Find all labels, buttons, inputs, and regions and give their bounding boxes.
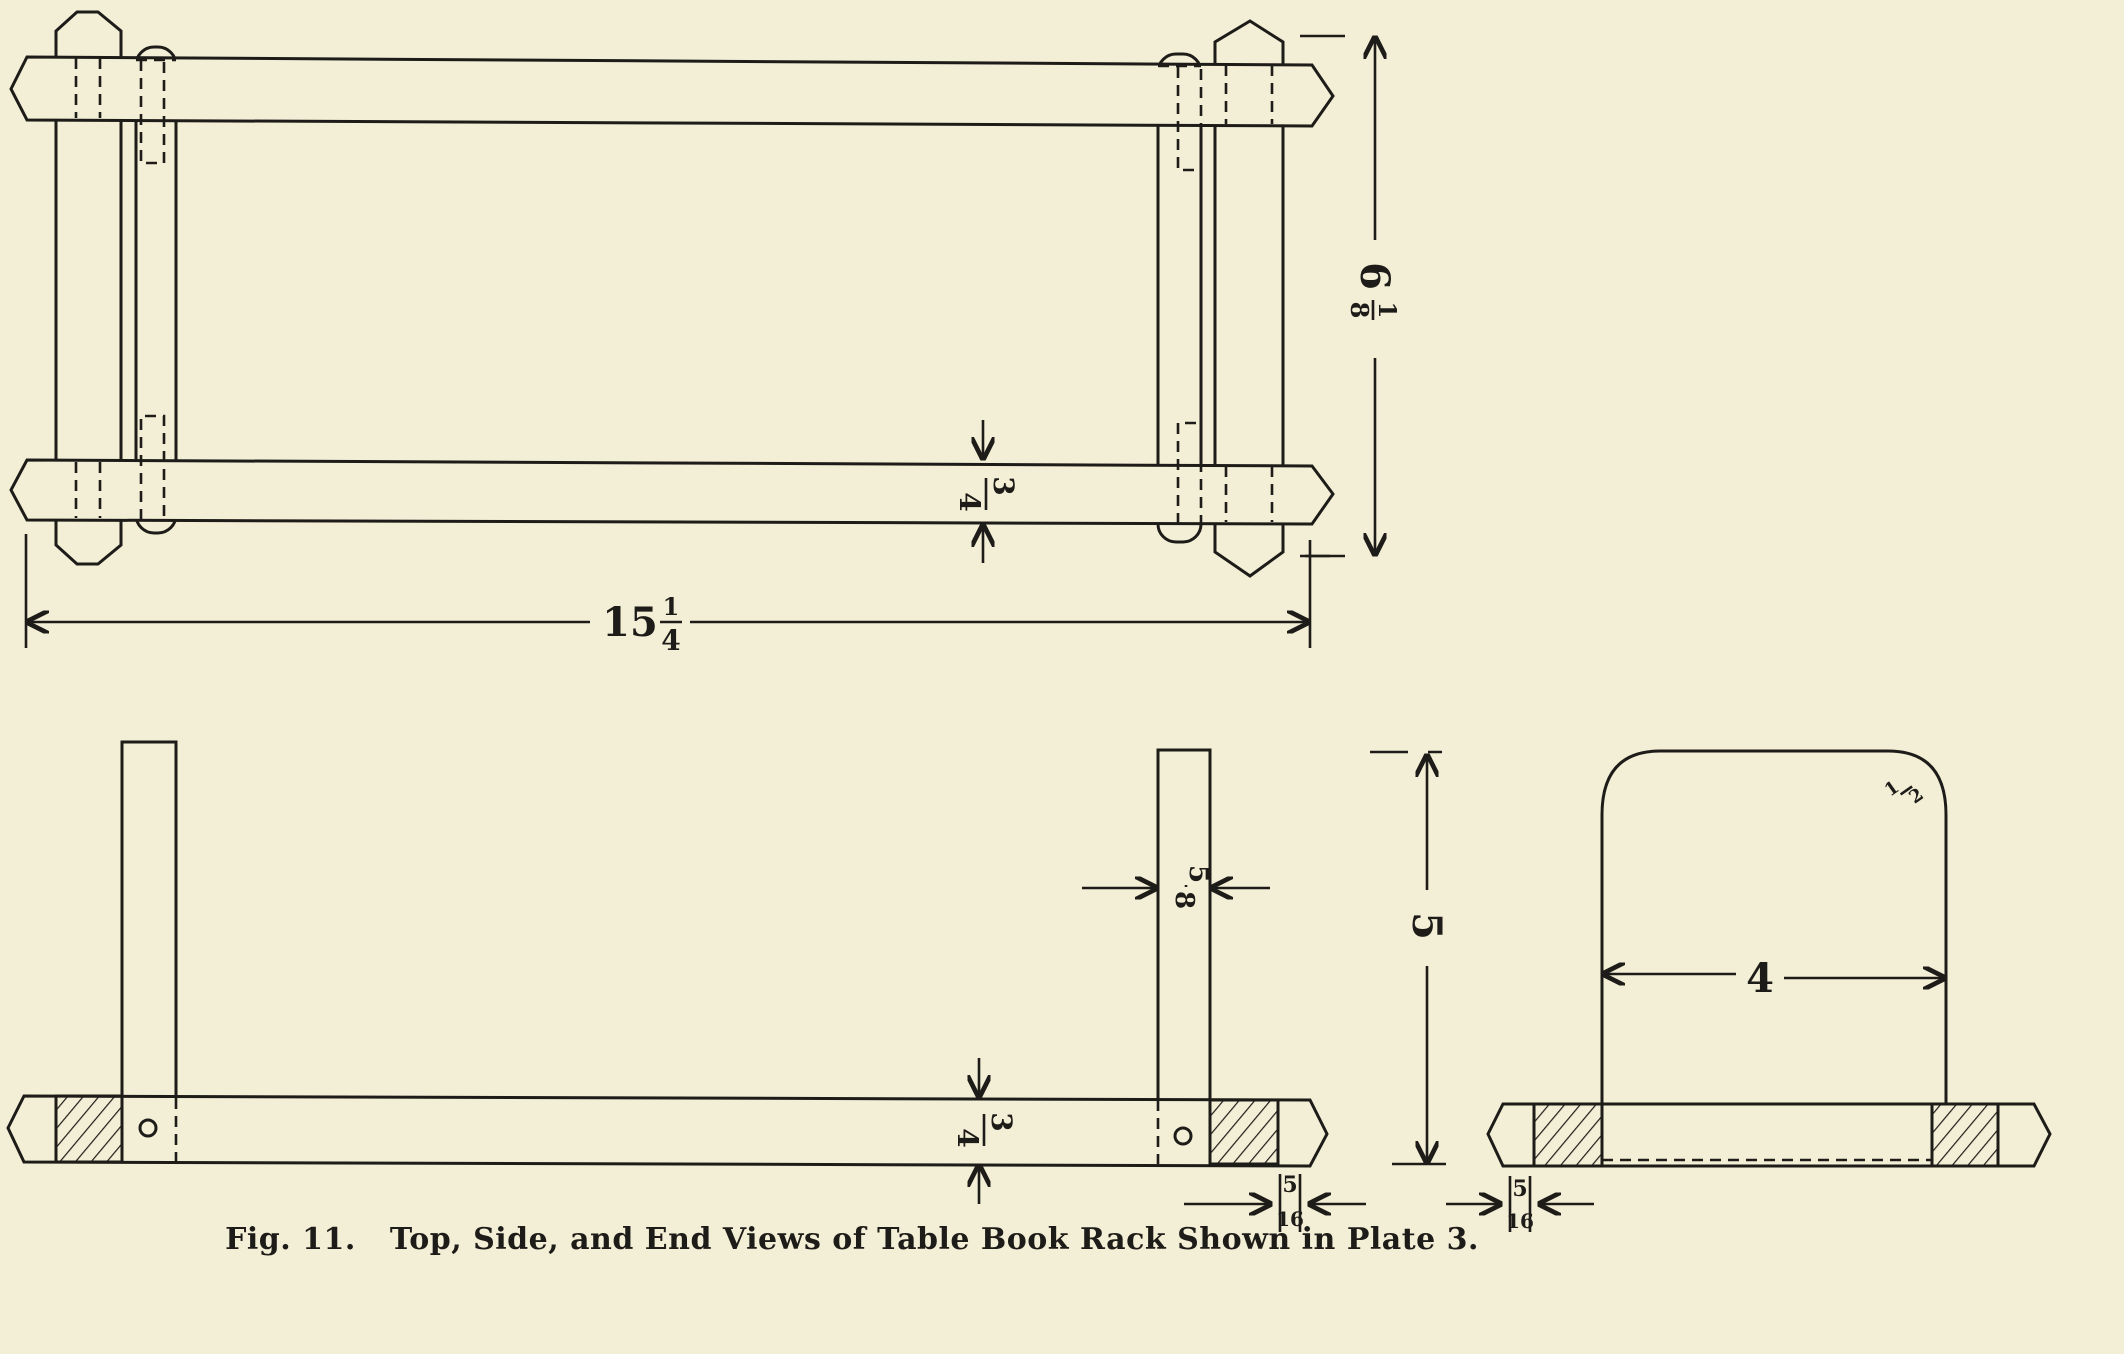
dim-side-offset-den: 16 [1276,1207,1304,1231]
end-base [1486,1102,2052,1168]
dim-end-width-label: 4 [1746,955,1774,1002]
figure-number: Fig. 11. [225,1222,356,1257]
dim-top-rail-num: 3 [987,476,1020,495]
top-view: 3 4 6 1 8 15 1 [9,10,1402,657]
dim-end-offset: 5 16 [1446,1176,1594,1233]
dim-width-whole: 6 [1351,262,1398,290]
dim-upright-num: 5 [1183,865,1213,883]
top-right-leg [1213,19,1285,578]
dim-end-offset-num: 5 [1512,1176,1527,1202]
dim-length-whole: 15 [602,599,658,646]
dim-length-den: 4 [661,624,680,657]
side-left-upright [120,740,178,1160]
top-right-upright [1156,52,1203,544]
dim-overall-width: 6 1 8 [1300,34,1402,558]
dim-upright-den: 8 [1169,891,1199,909]
figure-caption: Fig. 11. Top, Side, and End Views of Tabl… [0,1222,2124,1257]
end-upright [1600,749,1948,1162]
dim-length-num: 1 [663,592,680,621]
top-left-leg [54,10,123,566]
dim-side-rail-den: 4 [951,1128,984,1147]
dim-side-rail-num: 3 [985,1112,1018,1131]
dim-upright-thickness: 5 8 [1082,865,1270,909]
dim-side-offset: 5 16 [1184,1172,1366,1232]
dim-top-rail-thickness: 3 4 [953,420,1020,563]
figure-title: Top, Side, and End Views of Table Book R… [389,1222,1479,1257]
dim-side-rail-thickness: 3 4 [951,1058,1018,1204]
dim-top-rail-den: 4 [953,492,986,511]
top-left-upright [134,45,178,535]
dim-end-width: 4 [1604,955,1944,1002]
dim-overall-length: 15 1 4 [24,534,1330,657]
dim-width-den: 8 [1345,302,1374,319]
dim-end-offset-den: 16 [1506,1209,1534,1233]
dim-width-num: 1 [1373,302,1402,319]
dim-side-offset-num: 5 [1282,1172,1297,1198]
dim-height: 5 [1370,750,1450,1166]
side-view: 3 4 5 8 5 16 [6,740,1366,1232]
top-rail-back [9,55,1335,128]
side-base-rail [6,1094,1329,1168]
end-view: 1 2 4 5 5 16 [1370,749,2052,1233]
dim-height-label: 5 [1403,912,1450,940]
top-rail-front [9,458,1335,526]
